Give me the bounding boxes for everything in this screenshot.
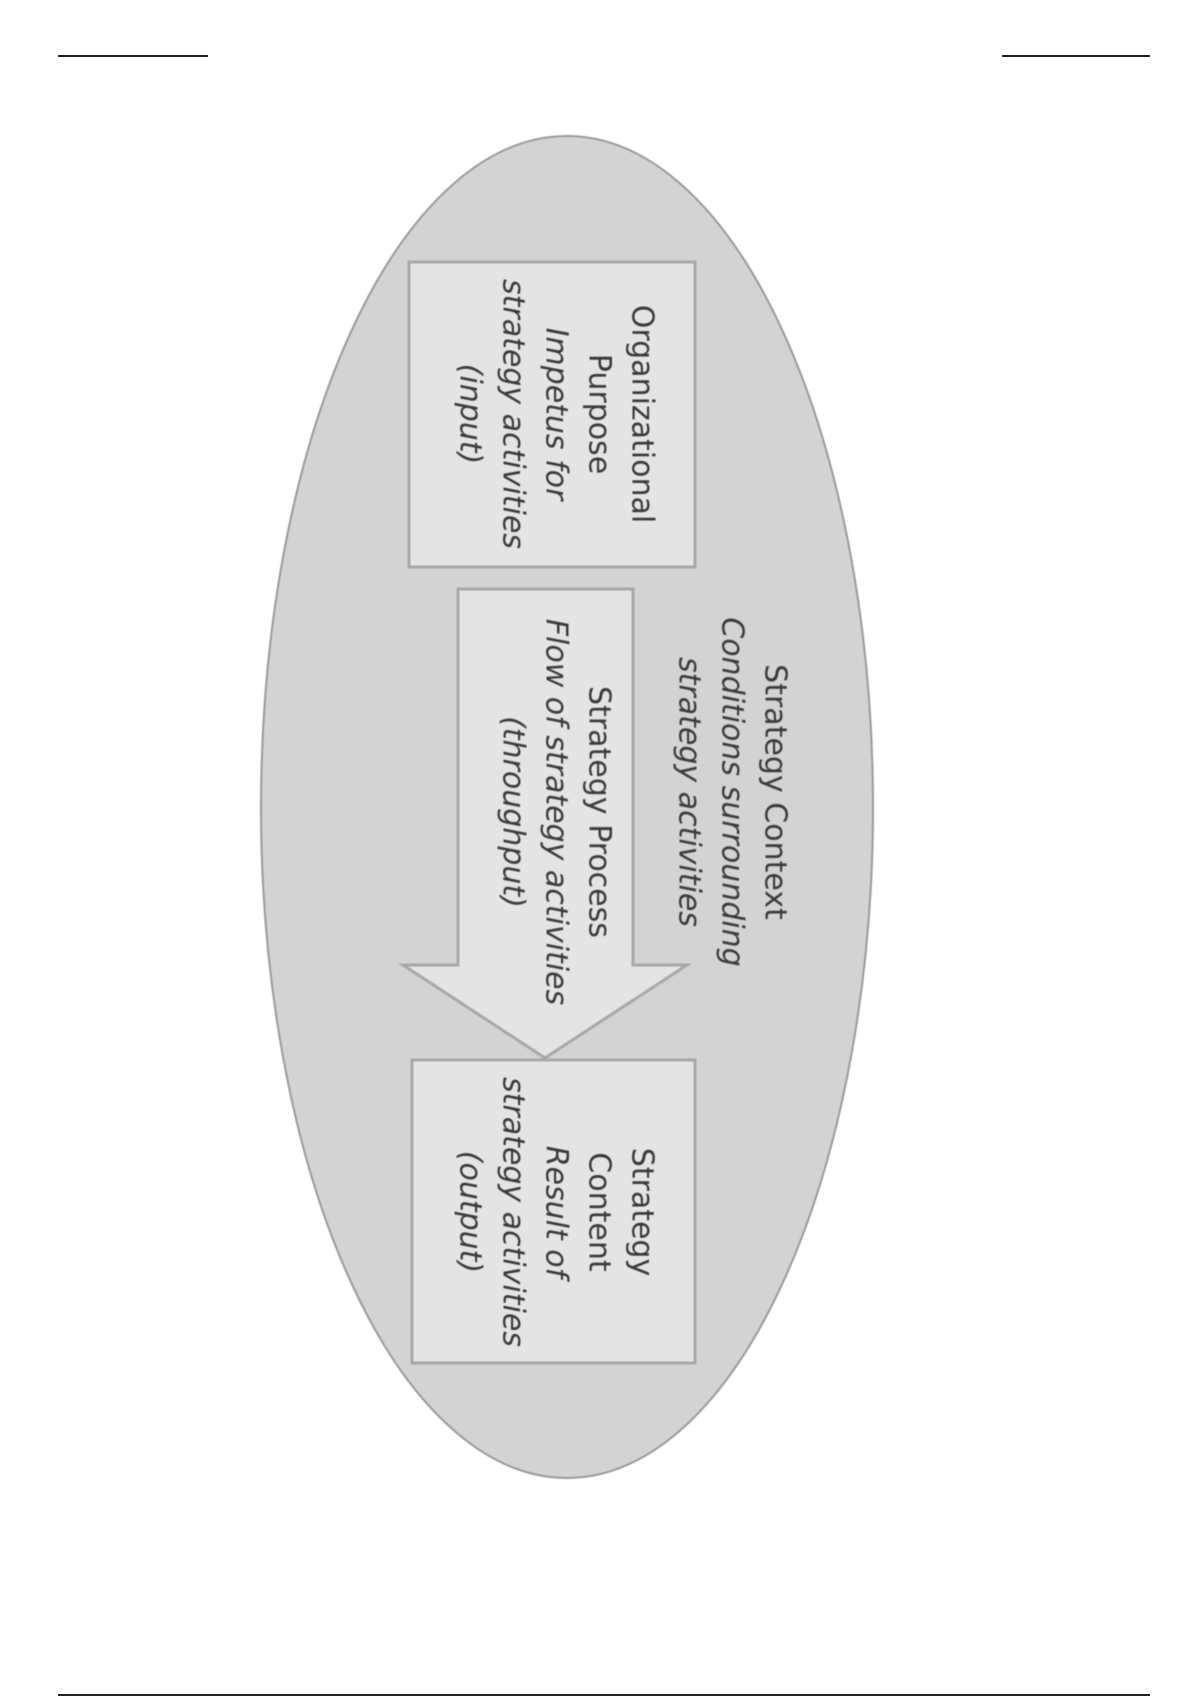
content-title-line1: Strategy xyxy=(624,1147,660,1277)
strategy-content-box xyxy=(410,1058,697,1365)
strategy-process-label: Strategy Process Flow of strategy activi… xyxy=(492,619,621,1005)
content-title-line2: Content xyxy=(581,1152,617,1272)
purpose-desc-line3: (input) xyxy=(452,363,488,465)
content-desc-line2: strategy activities xyxy=(495,1077,531,1347)
strategy-process-arrow xyxy=(397,587,693,1060)
header-rule-right xyxy=(1002,55,1150,57)
purpose-desc-line2: strategy activities xyxy=(495,279,531,549)
context-desc-line2: strategy activities xyxy=(671,657,707,927)
content-desc-line3: (output) xyxy=(452,1150,488,1274)
organizational-purpose-label: Organizational Purpose Impetus for strat… xyxy=(449,279,664,549)
context-desc-line1: Conditions surrounding xyxy=(714,617,750,967)
process-desc-line1: Flow of strategy activities xyxy=(538,618,574,1006)
strategy-context-label: Strategy Context Conditions surrounding … xyxy=(668,617,797,966)
header-rule-left xyxy=(58,55,208,57)
purpose-title-line1: Organizational xyxy=(624,304,660,524)
purpose-desc-line1: Impetus for xyxy=(538,327,574,501)
process-desc-line2: (throughput) xyxy=(495,716,531,908)
strategy-content-label: Strategy Content Result of strategy acti… xyxy=(449,1077,664,1347)
purpose-title-line2: Purpose xyxy=(581,353,617,475)
context-title: Strategy Context xyxy=(757,664,793,920)
process-title: Strategy Process xyxy=(581,686,617,938)
content-desc-line1: Result of xyxy=(538,1145,574,1279)
organizational-purpose-box xyxy=(407,260,697,569)
footer-rule xyxy=(58,1694,1150,1696)
